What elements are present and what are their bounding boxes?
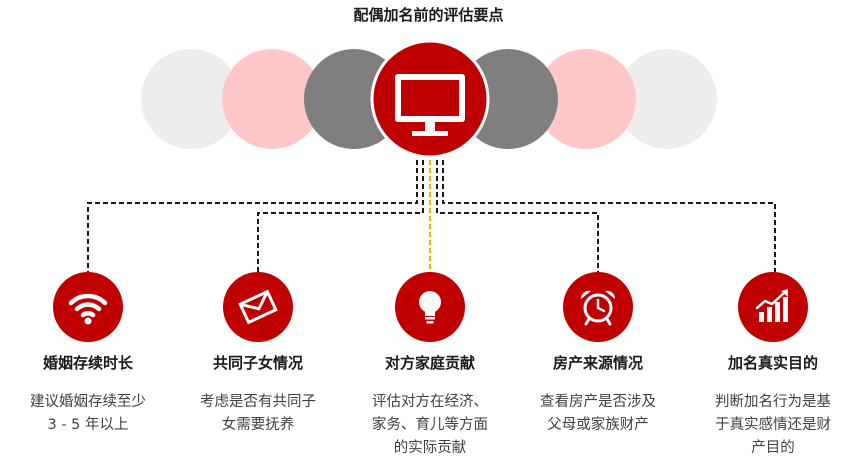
point-3-desc-line: 家务、育儿等方面	[372, 417, 488, 433]
connector-4	[436, 152, 599, 272]
point-5-desc-line: 判断加名行为是基	[715, 394, 831, 410]
point-5-title: 加名真实目的	[727, 354, 818, 372]
point-property-source: 房产来源情况 查看房产是否涉及 父母或家族财产	[514, 272, 682, 437]
point-3-desc: 评估对方在经济、 家务、育儿等方面 的实际贡献	[346, 391, 514, 460]
point-2-desc-line: 女需要抚养	[221, 417, 295, 433]
point-shared-children: 共同子女情况 考虑是否有共同子 女需要抚养	[174, 272, 342, 437]
point-3-title: 对方家庭贡献	[384, 354, 475, 372]
bar-chart-icon	[755, 289, 788, 322]
point-3-desc-line: 评估对方在经济、	[372, 394, 488, 410]
point-1-icon-circle	[53, 272, 123, 342]
bg-circle-pink-right	[536, 49, 636, 149]
connector-2	[257, 152, 424, 272]
point-3-icon-circle	[395, 272, 465, 342]
point-2-desc-line: 考虑是否有共同子	[200, 394, 316, 410]
point-1-desc: 建议婚姻存续至少 3 - 5 年以上	[4, 391, 172, 437]
point-2-title: 共同子女情况	[212, 354, 303, 372]
monitor-icon	[395, 74, 465, 136]
point-4-title: 房产来源情况	[552, 354, 643, 372]
point-2-desc: 考虑是否有共同子 女需要抚养	[174, 391, 342, 437]
alarm-clock-icon	[580, 290, 616, 326]
point-4-icon-circle	[563, 272, 633, 342]
point-4-desc: 查看房产是否涉及 父母或家族财产	[514, 391, 682, 437]
page-title: 配偶加名前的评估要点	[353, 6, 504, 24]
point-5-icon-circle	[738, 272, 808, 342]
point-4-desc-line: 父母或家族财产	[547, 417, 649, 433]
bg-circle-light-right	[617, 49, 717, 149]
bg-circle-pink-left	[222, 49, 322, 149]
lightbulb-icon	[419, 291, 441, 324]
point-3-desc-line: 的实际贡献	[393, 440, 467, 456]
point-5-desc: 判断加名行为是基 于真实感情还是财 产目的	[689, 391, 857, 460]
point-1-desc-line: 建议婚姻存续至少	[30, 394, 146, 410]
point-5-desc-line: 产目的	[751, 440, 795, 456]
connector-1	[87, 152, 418, 272]
point-2-icon-circle	[223, 272, 293, 342]
envelope-icon	[238, 289, 278, 325]
point-true-purpose: 加名真实目的 判断加名行为是基 于真实感情还是财 产目的	[689, 272, 857, 460]
wifi-icon	[68, 293, 108, 325]
connector-5	[442, 152, 776, 272]
point-4-desc-line: 查看房产是否涉及	[540, 394, 656, 410]
point-1-desc-line: 3 - 5 年以上	[47, 417, 129, 433]
point-marriage-duration: 婚姻存续时长 建议婚姻存续至少 3 - 5 年以上	[4, 272, 172, 437]
point-family-contribution: 对方家庭贡献 评估对方在经济、 家务、育儿等方面 的实际贡献	[346, 272, 514, 460]
point-1-title: 婚姻存续时长	[42, 354, 133, 372]
bg-circle-light-left	[141, 49, 241, 149]
point-5-desc-line: 于真实感情还是财	[715, 417, 831, 433]
